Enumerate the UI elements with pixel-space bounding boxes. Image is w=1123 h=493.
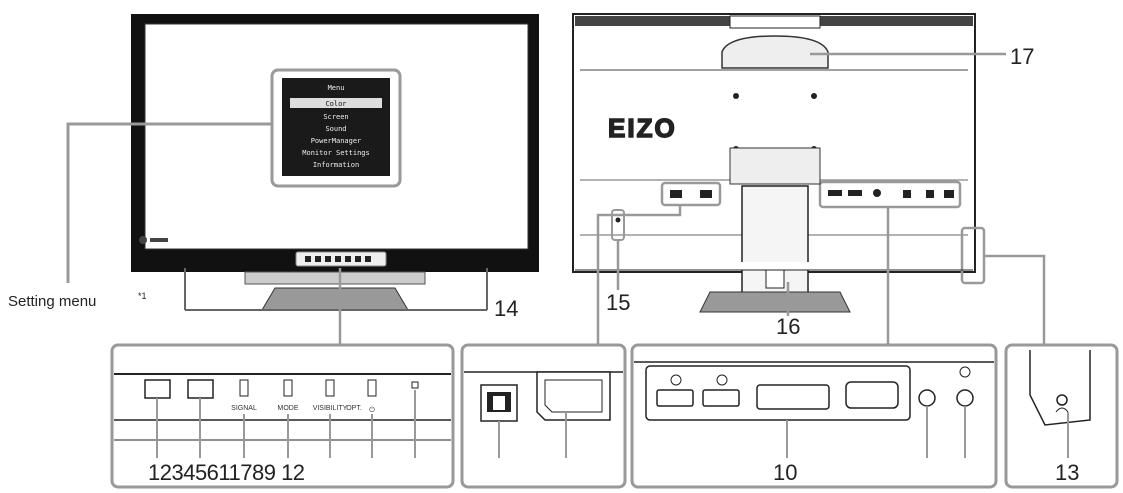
handle (721, 35, 829, 69)
hdmi-port-1 (656, 389, 694, 407)
button-numbers: 12345611789 12 (148, 460, 305, 485)
label-16: 16 (776, 314, 800, 339)
power-detail-panel (460, 343, 627, 489)
setting-menu-note: *1 (138, 291, 147, 301)
menu-item: Color (325, 100, 346, 108)
label-17: 17 (1010, 44, 1034, 69)
buttons-detail-panel: SIGNAL MODE VISIBILITY OPT. ⏻ 1234561178… (110, 343, 455, 489)
menu-title: Menu (328, 84, 345, 92)
label-10: 10 (773, 460, 797, 485)
menu-item: PowerManager (311, 137, 362, 145)
label-14: 14 (494, 296, 518, 321)
hdmi-port-2 (702, 389, 740, 407)
visibility-button-label: VISIBILITY (313, 405, 348, 412)
menu-item: Sound (325, 125, 346, 133)
front-stand-base (261, 287, 409, 311)
vga-port (845, 381, 899, 409)
leader-headphone (984, 254, 1046, 345)
audio-in-port (918, 389, 936, 407)
label-13: 13 (1055, 460, 1079, 485)
power-area-callout (660, 181, 722, 207)
ports-area-callout (818, 180, 962, 209)
front-stand-neck (244, 271, 426, 285)
menu-item: Screen (323, 113, 348, 121)
audio-out-port (956, 389, 974, 407)
front-monitor: Menu Color Screen Sound PowerManager Mon… (131, 14, 539, 311)
setting-menu-callout (270, 68, 402, 188)
rear-logo: EIZO (608, 113, 677, 143)
rear-monitor: EIZO (572, 13, 986, 313)
setting-menu (282, 78, 390, 176)
setting-menu-leader (66, 122, 272, 283)
mode-button-label: MODE (278, 405, 299, 412)
headphone-jack (1056, 394, 1068, 406)
headphone-icon (1055, 407, 1069, 413)
label-15: 15 (606, 290, 630, 315)
logo-mark-icon (139, 236, 147, 244)
dvi-port (756, 384, 830, 410)
setting-menu-label: Setting menu (8, 293, 96, 310)
signal-button-label: SIGNAL (231, 405, 257, 412)
power-icon: ⏻ (369, 406, 375, 414)
ports-detail-panel: 10 (630, 343, 998, 489)
opt-button-label: OPT. (346, 405, 362, 412)
menu-item: Monitor Settings (302, 149, 369, 157)
leader-power (596, 205, 682, 345)
menu-item: Information (313, 161, 359, 169)
headphone-detail-panel: 13 (1004, 343, 1119, 489)
